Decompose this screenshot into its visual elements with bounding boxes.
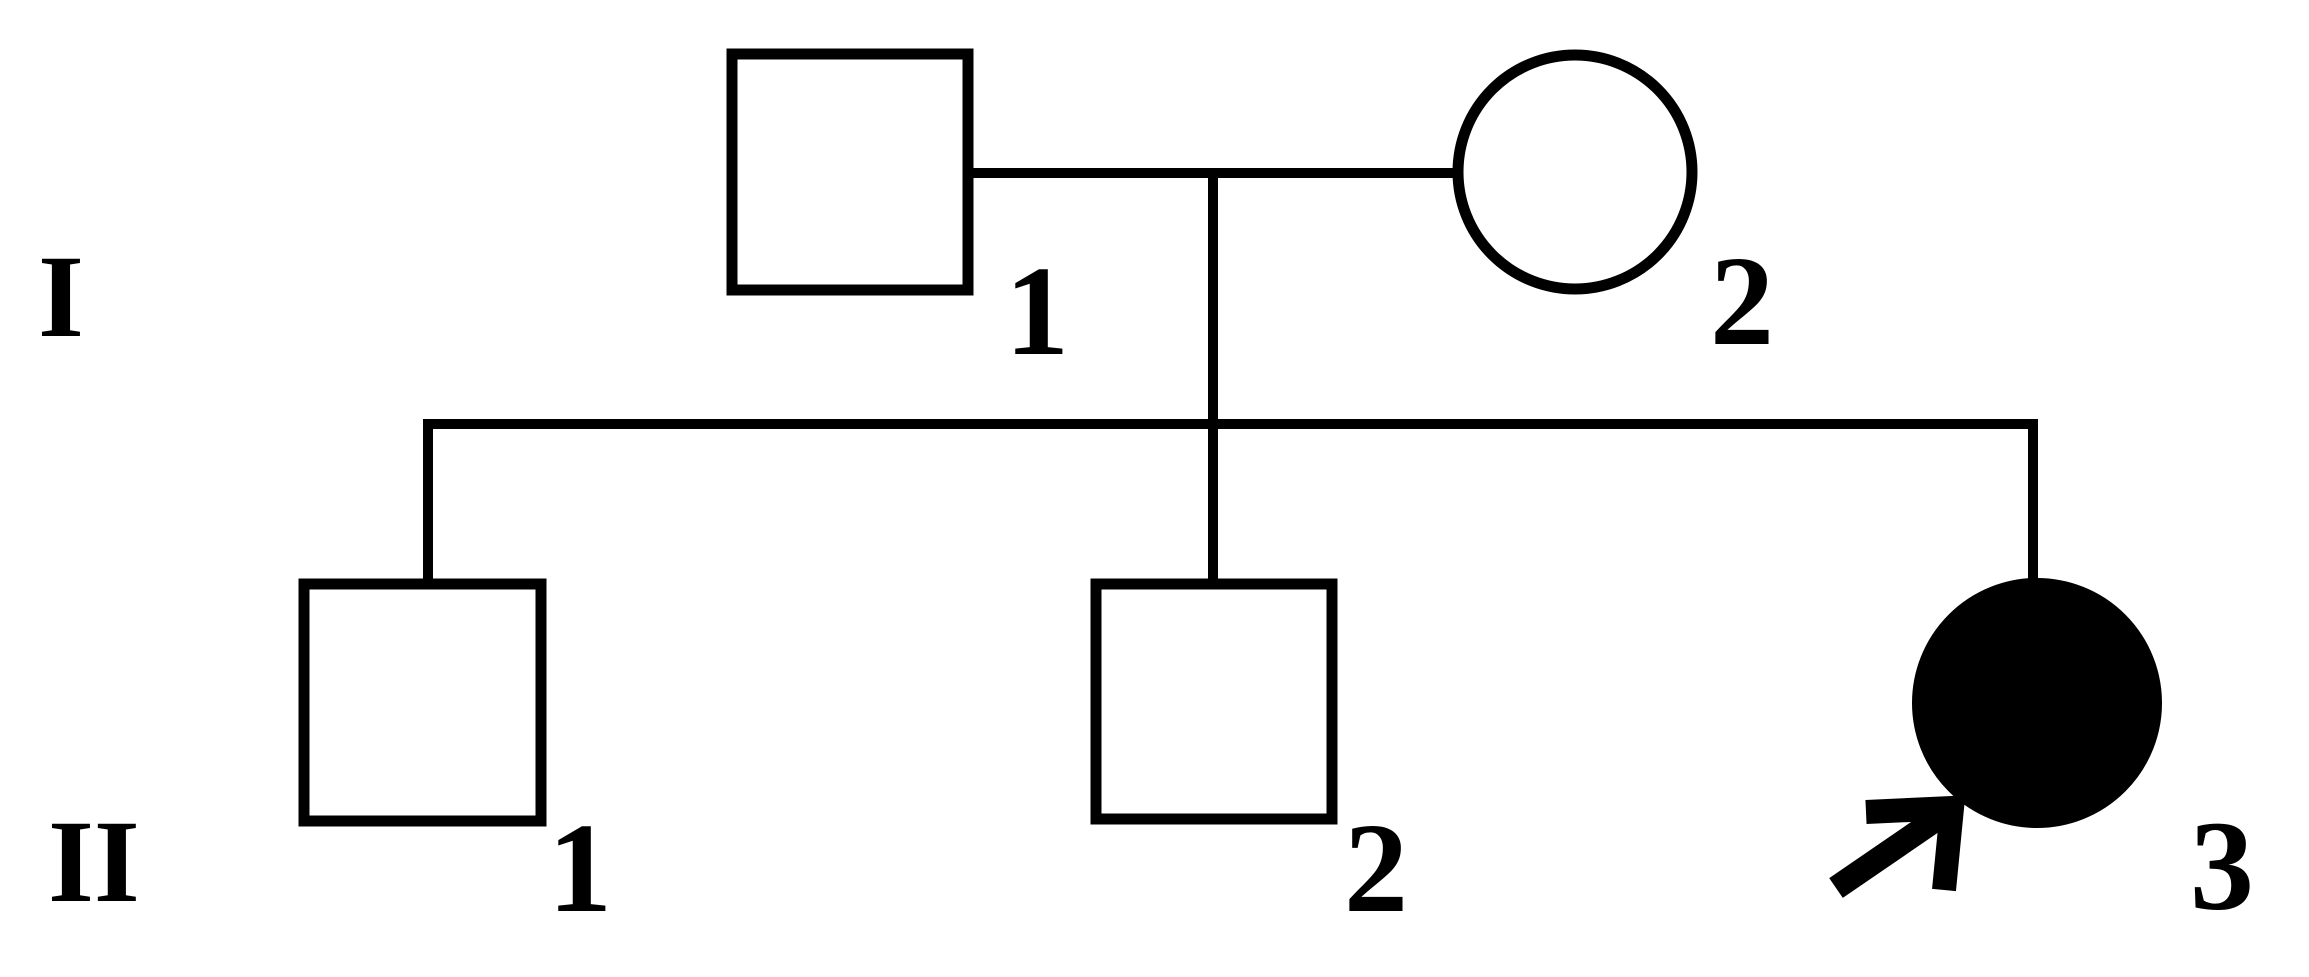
individual-symbol-I-2[interactable] xyxy=(1452,49,1698,295)
individual-symbol-II-3[interactable] xyxy=(1912,578,2162,828)
generation-label-I: I xyxy=(38,231,84,362)
individual-label-I-1: 1 xyxy=(1005,240,1069,382)
individual-symbol-II-1[interactable] xyxy=(298,578,547,827)
individual-symbol-I-1[interactable] xyxy=(726,48,974,296)
individual-label-II-2: 2 xyxy=(1344,797,1408,939)
generation-label-II: II xyxy=(48,796,140,927)
individual-label-II-1: 1 xyxy=(548,797,612,939)
proband-arrow-icon xyxy=(1829,795,1966,898)
connector-lines xyxy=(423,168,2038,582)
individual-label-II-3: 3 xyxy=(2190,795,2254,937)
individual-symbol-II-2[interactable] xyxy=(1090,578,1338,825)
individual-label-I-2: 2 xyxy=(1710,230,1774,372)
